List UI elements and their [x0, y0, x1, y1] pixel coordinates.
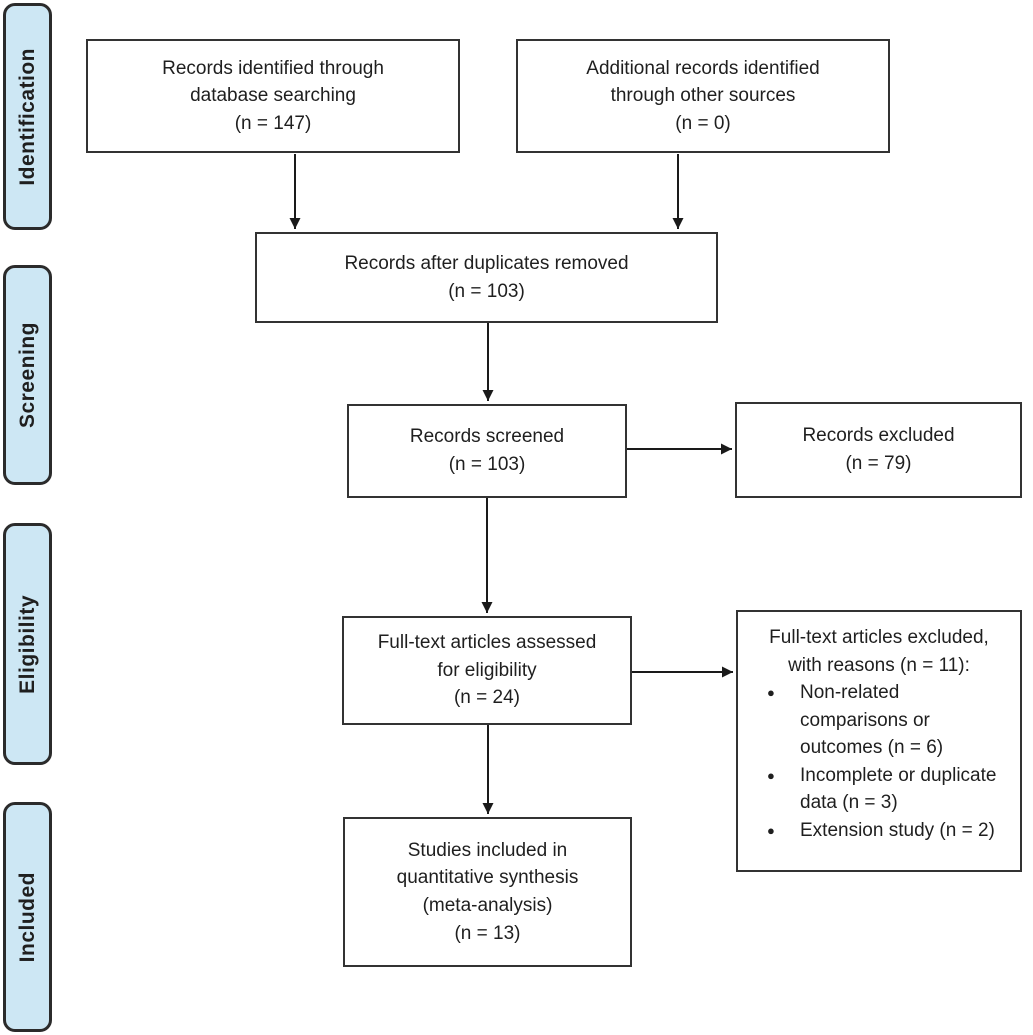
reason-text: Incomplete or duplicate data (n = 3)	[800, 762, 1020, 817]
box-line: Non-related	[800, 682, 900, 704]
box-line: (n = 13)	[454, 922, 521, 944]
box-line: Records excluded	[802, 425, 955, 447]
reason-text: Extension study (n = 2)	[800, 817, 1020, 845]
box-line: Full-text articles excluded,	[769, 627, 989, 648]
box-additional-records: Additional records identified through ot…	[516, 39, 890, 153]
box-line: (n = 79)	[845, 453, 912, 474]
bullet-icon: ●	[767, 767, 775, 783]
box-line: with reasons (n = 11):	[788, 654, 970, 676]
box-line: (meta-analysis)	[422, 895, 553, 916]
box-records-identified: Records identified through database sear…	[86, 39, 460, 153]
stage-label-eligibility: Eligibility	[3, 523, 52, 765]
box-fulltext-excluded: Full-text articles excluded, with reason…	[736, 610, 1022, 872]
stage-label-text: Eligibility	[15, 594, 39, 694]
box-line: data (n = 3)	[800, 792, 898, 814]
stage-label-included: Included	[3, 802, 52, 1032]
box-line: Additional records identified	[586, 57, 820, 79]
box-line: Extension study (n = 2)	[800, 819, 995, 841]
stage-label-text: Identification	[15, 47, 39, 186]
box-line: (n = 24)	[453, 687, 520, 709]
box-records-screened: Records screened (n = 103)	[347, 404, 627, 498]
box-records-after-duplicates-removed: Records after duplicates removed (n = 10…	[255, 232, 718, 323]
box-line: Records identified through	[162, 57, 384, 79]
box-line: Full-text articles assessed	[377, 632, 597, 654]
box-line: comparisons or	[800, 709, 930, 731]
box-line: for eligibility	[437, 659, 537, 681]
box-line: through other sources	[610, 85, 796, 107]
stage-label-screening: Screening	[3, 265, 52, 485]
box-records-excluded: Records excluded (n = 79)	[735, 402, 1022, 498]
box-line: Studies included in	[407, 839, 568, 861]
box-line: outcomes (n = 6)	[800, 737, 944, 759]
box-line: (n = 0)	[675, 112, 731, 134]
list-item: ● Non-related comparisons or outcomes (n…	[738, 679, 1020, 762]
list-item: ● Incomplete or duplicate data (n = 3)	[738, 762, 1020, 817]
exclusion-reasons-list: ● Non-related comparisons or outcomes (n…	[738, 679, 1020, 844]
box-line: database searching	[190, 85, 356, 107]
bullet-icon: ●	[767, 822, 775, 838]
box-studies-included: Studies included in quantitative synthes…	[343, 817, 632, 967]
list-item: ● Extension study (n = 2)	[738, 817, 1020, 845]
box-line: Records after duplicates removed	[344, 252, 629, 274]
stage-label-text: Screening	[15, 321, 39, 429]
bullet-icon: ●	[767, 685, 775, 701]
box-line: quantitative synthesis	[396, 867, 579, 889]
reason-text: Non-related comparisons or outcomes (n =…	[800, 679, 1020, 762]
box-line: (n = 103)	[448, 454, 526, 475]
box-line: (n = 147)	[234, 112, 312, 134]
stage-label-identification: Identification	[3, 3, 52, 230]
box-line: Incomplete or duplicate	[800, 764, 997, 786]
box-line: Records screened	[409, 426, 565, 448]
stage-label-text: Included	[15, 871, 39, 963]
box-fulltext-assessed: Full-text articles assessed for eligibil…	[342, 616, 632, 725]
box-line: (n = 103)	[448, 280, 525, 302]
